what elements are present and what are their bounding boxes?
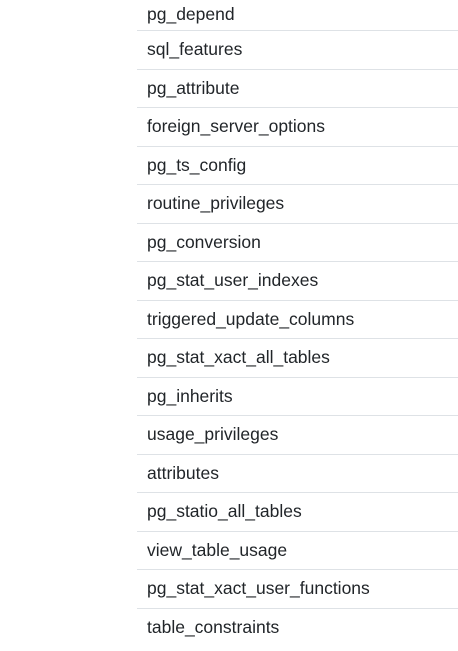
table-row[interactable]: pg_depend <box>137 0 458 31</box>
table-row[interactable]: pg_stat_xact_all_tables <box>137 339 458 378</box>
table-row[interactable]: usage_privileges <box>137 416 458 455</box>
table-row[interactable]: pg_conversion <box>137 224 458 262</box>
table-row[interactable]: pg_inherits <box>137 378 458 416</box>
table-row[interactable]: foreign_server_options <box>137 108 458 147</box>
table-row[interactable]: routine_privileges <box>137 185 458 224</box>
table-row[interactable]: attributes <box>137 455 458 493</box>
table-row[interactable]: pg_stat_user_indexes <box>137 262 458 301</box>
table-row[interactable]: pg_attribute <box>137 70 458 108</box>
table-row[interactable]: pg_stat_xact_user_functions <box>137 570 458 609</box>
table-row[interactable]: table_constraints <box>147 617 280 638</box>
table-row[interactable]: pg_ts_config <box>137 147 458 185</box>
table-row[interactable]: sql_features <box>137 31 458 70</box>
table-row[interactable]: view_table_usage <box>137 532 458 570</box>
table-row[interactable]: pg_statio_all_tables <box>137 493 458 532</box>
table-list: pg_depend sql_features pg_attribute fore… <box>137 0 458 647</box>
table-row[interactable]: triggered_update_columns <box>137 301 458 339</box>
